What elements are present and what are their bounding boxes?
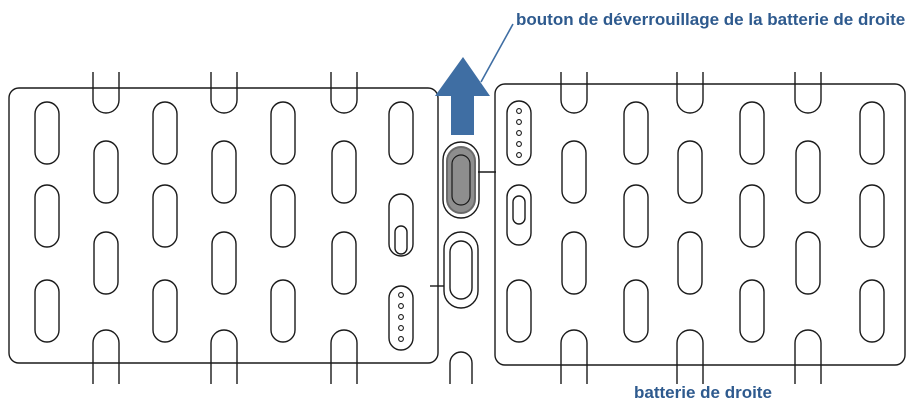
- left-slot: [331, 140, 357, 204]
- center-bottom-tab: [449, 351, 473, 384]
- left-slot: [34, 101, 60, 165]
- left-top-tab: [330, 72, 358, 114]
- left-contact-pin: [398, 292, 404, 298]
- right-battery-outline: [494, 83, 906, 366]
- center-connector: [430, 141, 496, 384]
- left-top-tab: [210, 72, 238, 114]
- unlock-leader-line: [480, 23, 514, 83]
- right-slot: [677, 140, 703, 204]
- right-contact-pin: [516, 108, 522, 114]
- left-battery: [8, 72, 439, 384]
- right-contact-pin: [516, 141, 522, 147]
- right-battery-label: batterie de droite: [634, 383, 772, 402]
- right-contact-pin: [516, 130, 522, 136]
- right-slot: [795, 231, 821, 295]
- left-bottom-tab: [330, 329, 358, 384]
- right-slot: [561, 140, 587, 204]
- right-contact-pin: [516, 152, 522, 158]
- left-slot: [270, 184, 296, 248]
- right-bottom-tab: [560, 329, 588, 384]
- left-slot: [270, 279, 296, 343]
- right-top-tab: [676, 72, 704, 114]
- right-contact-pin: [516, 119, 522, 125]
- left-slot: [152, 101, 178, 165]
- left-slot: [211, 140, 237, 204]
- right-slot: [795, 140, 821, 204]
- left-slot: [152, 279, 178, 343]
- left-slot: [34, 184, 60, 248]
- left-contact-pin: [398, 314, 404, 320]
- unlock-button-label: bouton de déverrouillage de la batterie …: [516, 10, 906, 29]
- unlock-button-core: [451, 154, 471, 206]
- right-slot: [506, 279, 532, 343]
- left-slot: [388, 101, 414, 165]
- right-battery: [494, 72, 906, 384]
- left-slot: [34, 279, 60, 343]
- left-slot: [331, 231, 357, 295]
- center-lower-inner: [449, 240, 473, 300]
- unlock-button-outer: [442, 141, 480, 219]
- right-bottom-tab: [794, 329, 822, 384]
- right-slot: [623, 101, 649, 165]
- center-lower-capsule: [443, 231, 479, 309]
- left-top-tab: [92, 72, 120, 114]
- left-contact-pin: [398, 336, 404, 342]
- right-slot: [739, 184, 765, 248]
- right-slot: [739, 101, 765, 165]
- left-contact-pin: [398, 325, 404, 331]
- up-arrow-icon: [435, 23, 514, 135]
- right-slot: [859, 101, 885, 165]
- right-latch-knob: [512, 195, 526, 225]
- left-latch-knob: [394, 225, 408, 255]
- right-slot: [677, 231, 703, 295]
- left-slot: [93, 140, 119, 204]
- right-slot: [623, 279, 649, 343]
- right-top-tab: [794, 72, 822, 114]
- left-slot: [270, 101, 296, 165]
- right-bottom-tab: [676, 329, 704, 384]
- left-contact-pin: [398, 303, 404, 309]
- up-arrow-icon: [435, 57, 490, 135]
- left-contact-frame: [388, 285, 414, 351]
- left-bottom-tab: [210, 329, 238, 384]
- right-slot: [859, 279, 885, 343]
- right-top-tab: [560, 72, 588, 114]
- left-slot: [93, 231, 119, 295]
- left-latch-slot: [388, 193, 414, 257]
- right-latch-slot: [506, 184, 532, 246]
- left-battery-outline: [8, 87, 439, 364]
- right-slot: [859, 184, 885, 248]
- right-slot: [561, 231, 587, 295]
- right-slot: [623, 184, 649, 248]
- left-slot: [152, 184, 178, 248]
- right-contact-frame: [506, 100, 532, 166]
- left-bottom-tab: [92, 329, 120, 384]
- left-slot: [211, 231, 237, 295]
- right-slot: [739, 279, 765, 343]
